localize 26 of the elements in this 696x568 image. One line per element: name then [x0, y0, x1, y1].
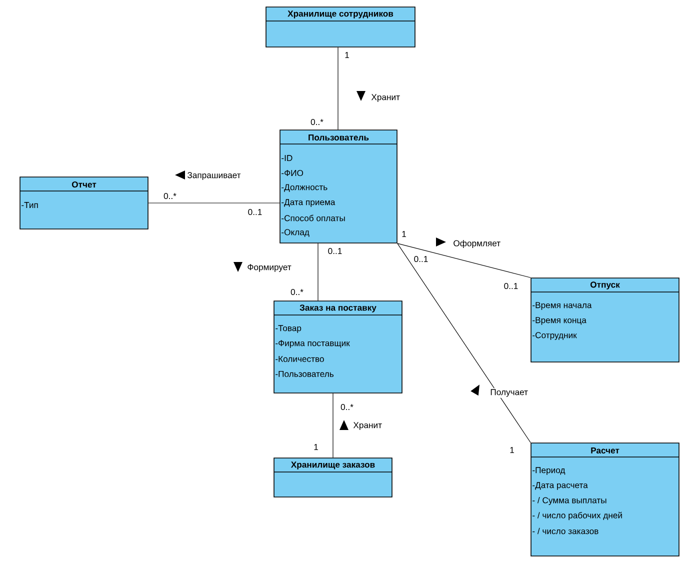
association-line — [397, 243, 531, 278]
multiplicity-label: 0..* — [340, 404, 354, 410]
edge-label: Хранит — [356, 91, 401, 103]
multiplicity-label: 0..1 — [248, 208, 262, 216]
class-box: Отчет -Тип — [20, 176, 148, 230]
edge-label: Запрашивает — [175, 170, 242, 181]
edge-label: Хранит — [340, 420, 383, 431]
multiplicity-label: 1 — [314, 444, 318, 450]
class-box: Хранилище сотрудников — [266, 6, 416, 48]
edge-label: Оформляет — [436, 238, 502, 249]
multiplicity-label: 0..1 — [504, 282, 518, 290]
multiplicity-label: 1 — [345, 52, 349, 58]
class-box: Пользователь -ID -ФИО -Должность -Дата приема -Способ оплаты -Оклад — [280, 130, 398, 244]
multiplicity-label: 0..* — [164, 192, 176, 200]
association-line — [397, 243, 531, 443]
class-box: Расчет -Период -Дата расчета - / Сумма выплаты - / число рабочих дней - / число заказов — [530, 442, 680, 556]
class-box: Заказ на поставку -Товар -Фирма поставщик -Количество -Пользователь — [274, 300, 402, 394]
association-line — [148, 202, 280, 204]
edge-label: Получает — [470, 384, 529, 398]
multiplicity-label: 1 — [510, 447, 514, 453]
class-box: Хранилище заказов — [274, 458, 392, 498]
multiplicity-label: 1 — [402, 231, 406, 237]
class-box: Отпуск -Время начала -Время конца -Сотрудник — [530, 278, 680, 362]
association-line — [332, 393, 334, 458]
multiplicity-label: 0..1 — [414, 256, 428, 262]
edge-label: Формирует — [234, 262, 292, 273]
